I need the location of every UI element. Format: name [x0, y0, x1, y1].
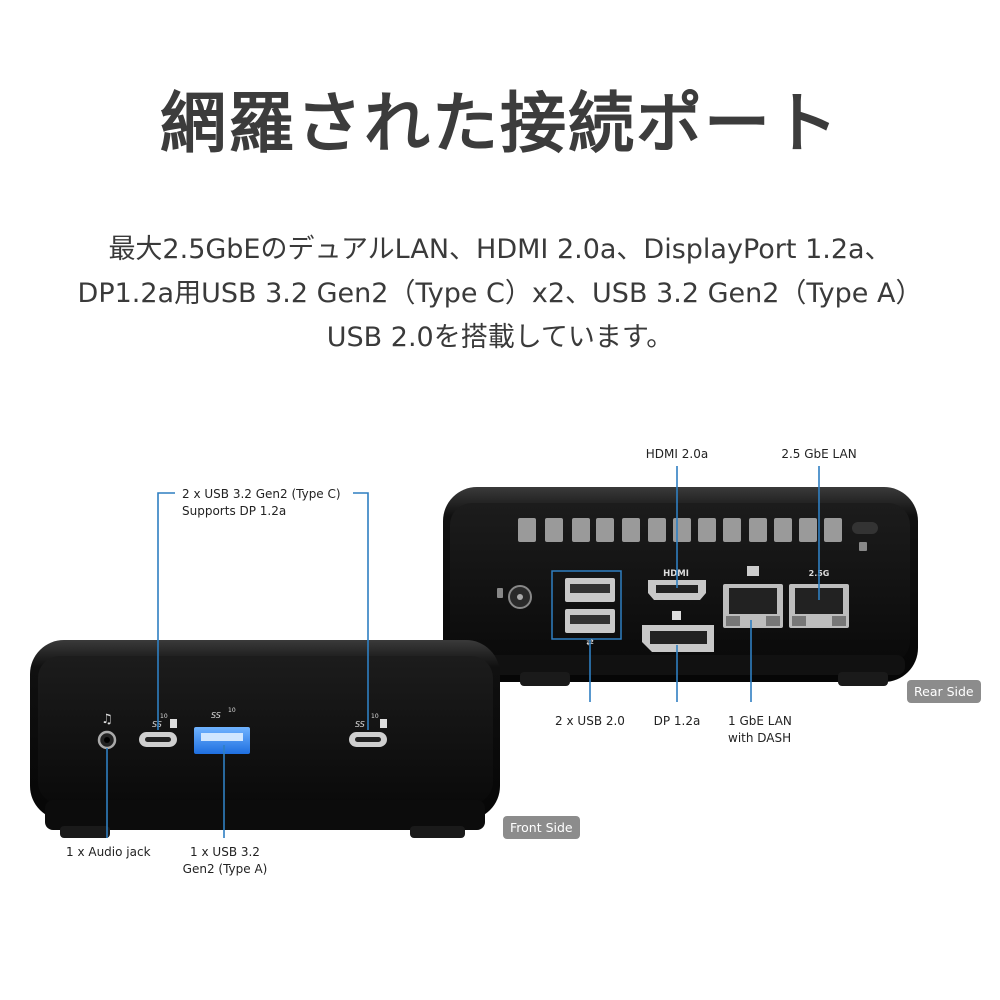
label-usb2: 2 x USB 2.0 — [555, 714, 625, 728]
description-line-1: 最大2.5GbEのデュアルLAN、HDMI 2.0a、DisplayPort 1… — [108, 234, 892, 265]
description-line-3: USB 2.0を搭載しています。 — [326, 322, 674, 353]
kensington-lock-icon — [852, 522, 878, 534]
svg-text:10: 10 — [371, 713, 379, 720]
callout-usbc-left — [157, 492, 175, 730]
usb2-highlight-box — [551, 570, 622, 640]
rear-side-tag: Rear Side — [907, 680, 981, 703]
dp-logo-icon — [672, 611, 681, 620]
rear-foot-right — [838, 672, 888, 686]
label-hdmi: HDMI 2.0a — [645, 447, 709, 461]
callout-usbc-right — [353, 492, 369, 730]
rear-unit: ⇄ HDMI 2.5G — [443, 487, 918, 686]
front-side-tag: Front Side — [503, 816, 580, 839]
description-line-2: DP1.2a用USB 3.2 Gen2（Type C）x2、USB 3.2 Ge… — [77, 278, 923, 309]
label-lan1: 1 GbE LAN with DASH — [728, 714, 792, 745]
rear-vents — [518, 518, 842, 542]
label-usba: 1 x USB 3.2 Gen2 (Type A) — [182, 845, 268, 876]
front-unit: ♫ SS 10 SS 10 SS 10 — [30, 640, 500, 838]
dp-alt-icon-left — [170, 719, 177, 728]
description: 最大2.5GbEのデュアルLAN、HDMI 2.0a、DisplayPort 1… — [0, 228, 1000, 360]
callout-lines — [106, 466, 820, 838]
svg-text:10: 10 — [160, 713, 168, 720]
front-foot-right — [410, 826, 465, 838]
label-usbc: 2 x USB 3.2 Gen2 (Type C) Supports DP 1.… — [182, 487, 341, 518]
page-title: 網羅された接続ポート — [160, 85, 840, 162]
ss10-mark-right: SS — [355, 720, 365, 729]
ss10-mark-left: SS — [152, 720, 162, 729]
dp-alt-icon-right — [380, 719, 387, 728]
ss10-mark-usba: SS — [211, 711, 221, 720]
power-icon — [497, 588, 503, 598]
label-audio-jack: 1 x Audio jack — [66, 845, 151, 859]
label-lan25: 2.5 GbE LAN — [781, 447, 857, 461]
rear-foot-left — [520, 672, 570, 686]
network-icon — [747, 566, 759, 576]
svg-text:10: 10 — [228, 707, 236, 714]
front-foot-left — [60, 826, 110, 838]
lock-icon — [859, 542, 867, 551]
hdmi-mark: HDMI — [663, 569, 689, 579]
headphone-icon: ♫ — [101, 712, 113, 727]
label-dp: DP 1.2a — [653, 714, 701, 728]
